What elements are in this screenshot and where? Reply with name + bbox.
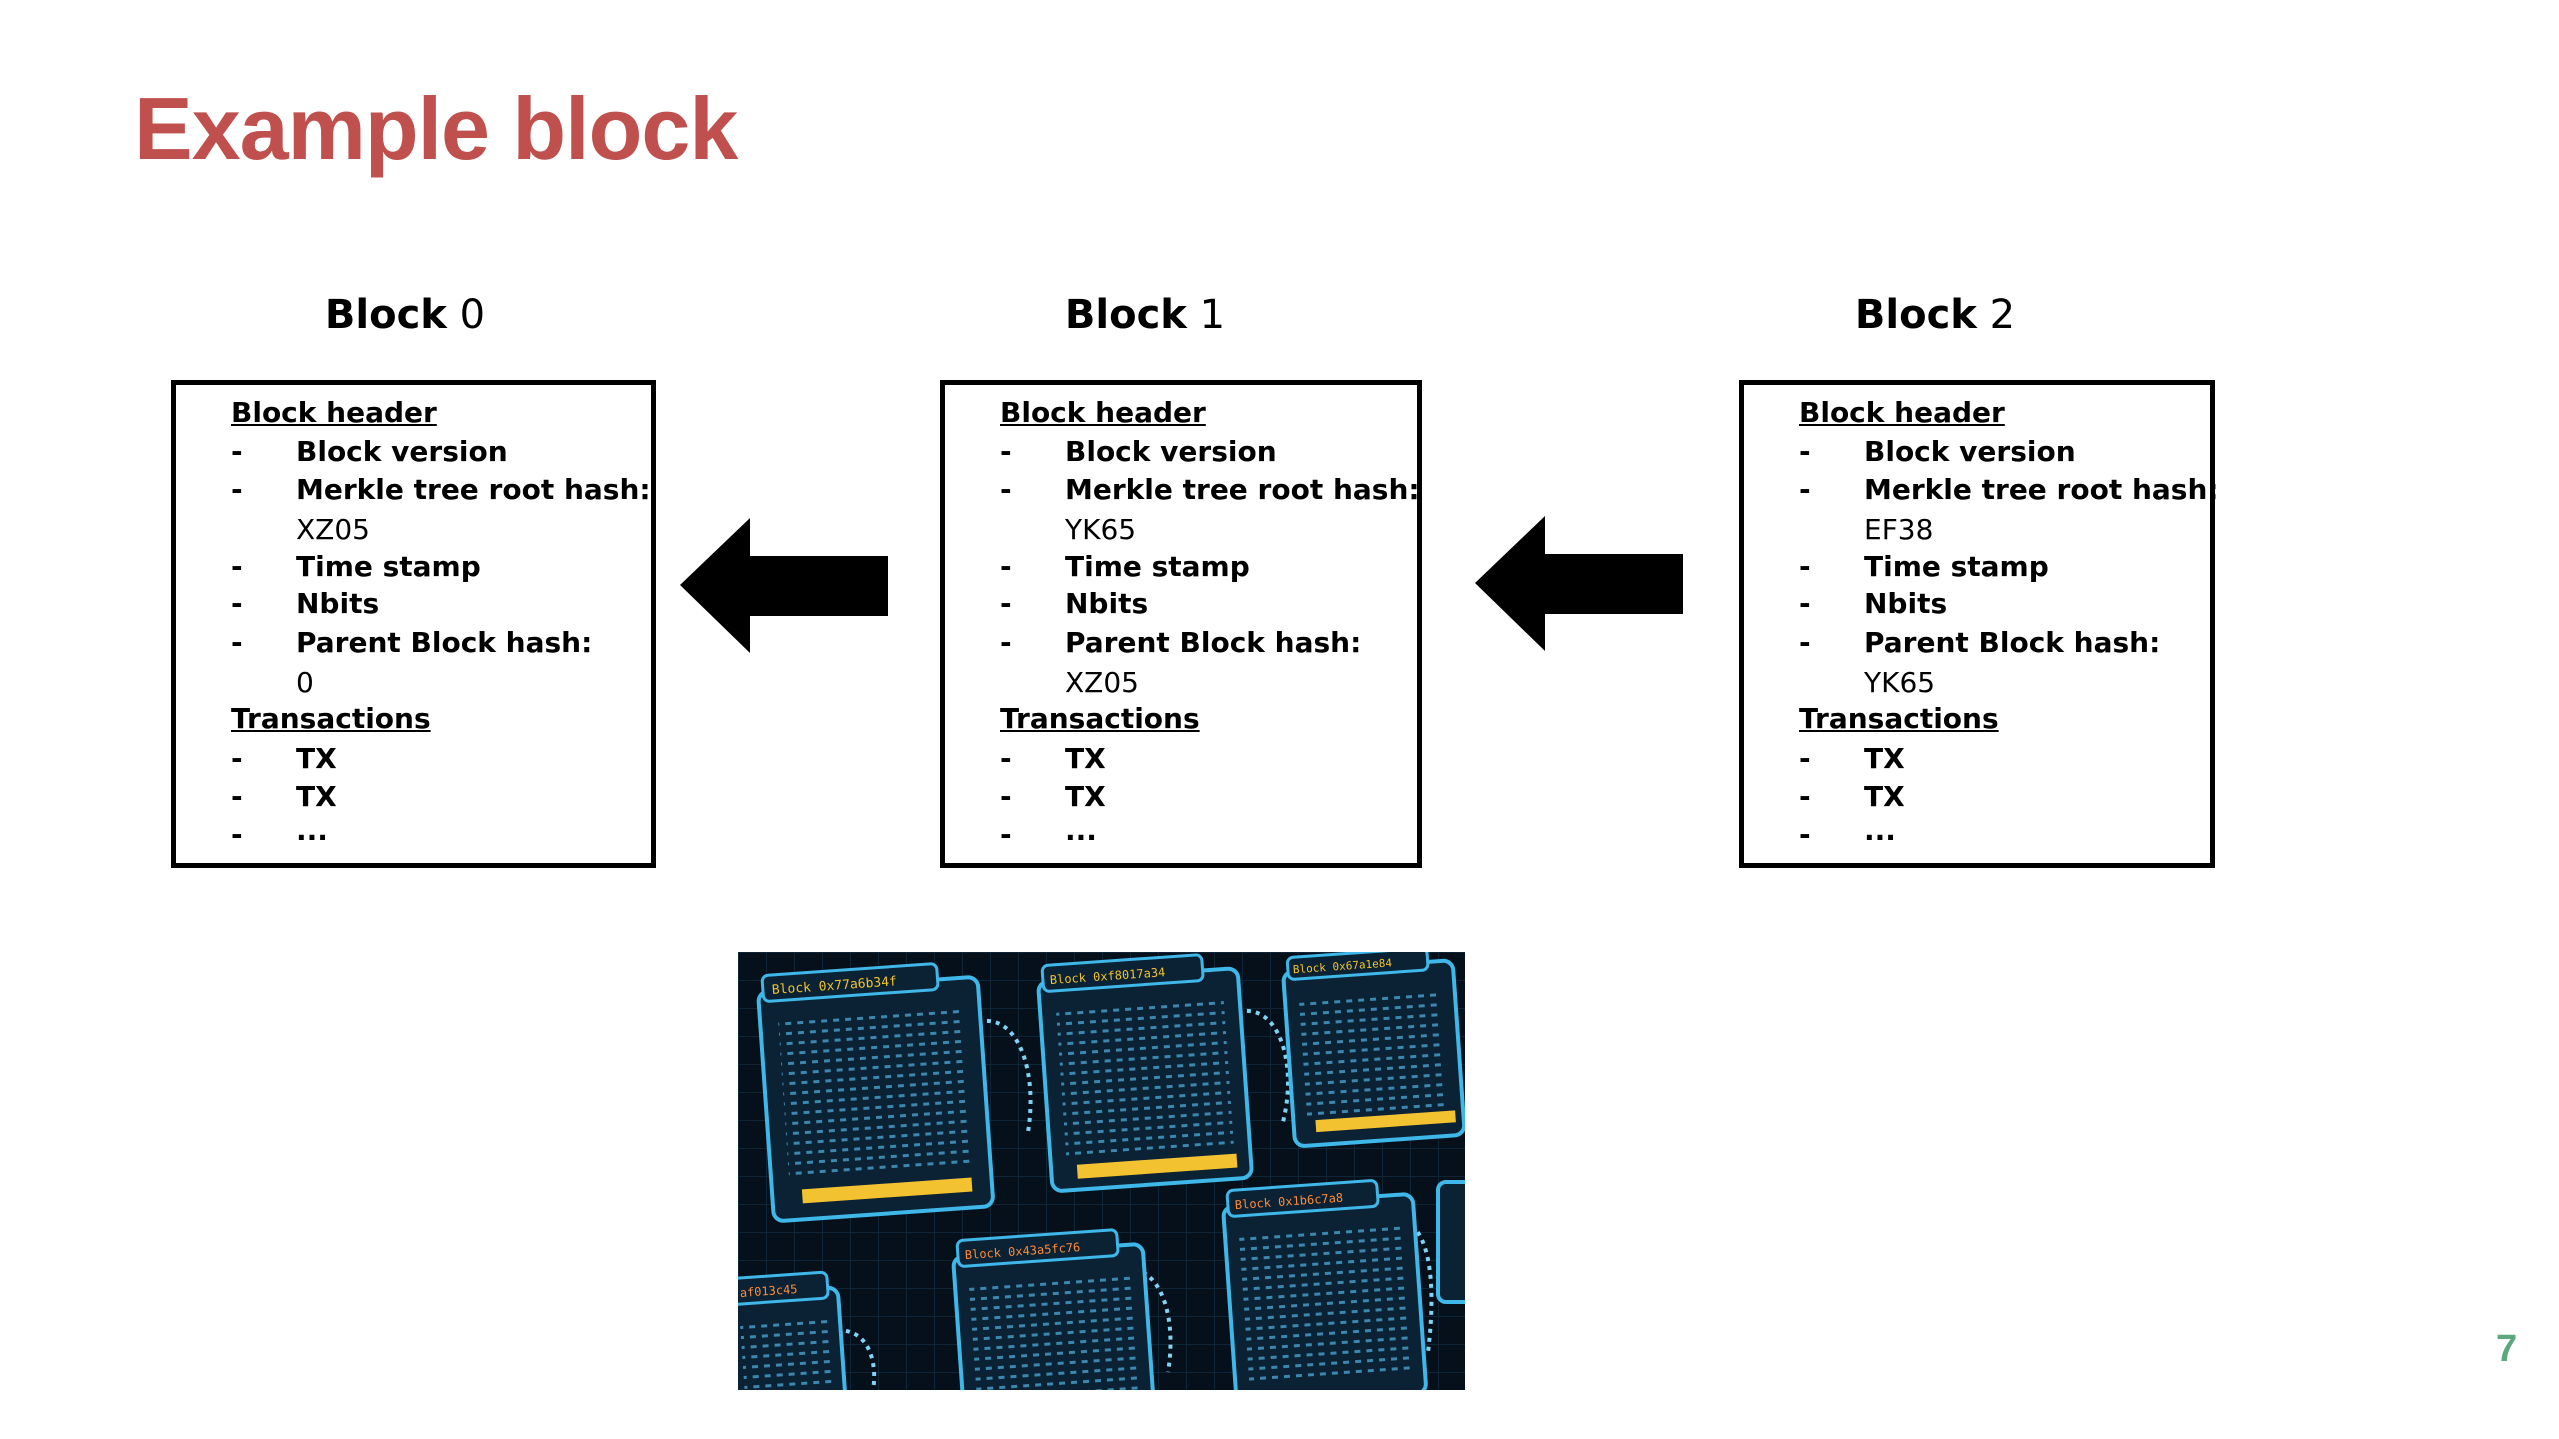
bullet-dash: - <box>1799 742 1811 775</box>
transactions-label: Transactions <box>1799 702 1999 735</box>
merkle-label: Merkle tree root hash: <box>1864 473 2219 506</box>
bullet-dash: - <box>1799 626 1811 659</box>
bullet-dash: - <box>231 742 243 775</box>
bullet-dash: - <box>231 587 243 620</box>
parent-hash-label: Parent Block hash: <box>1065 626 1362 659</box>
tx-item: TX <box>1864 780 1905 813</box>
timestamp-label: Time stamp <box>1864 550 2049 583</box>
bullet-dash: - <box>1799 818 1811 851</box>
bullet-dash: - <box>1000 626 1012 659</box>
photo-block-label: af013c45 <box>739 1282 798 1300</box>
bullet-dash: - <box>1000 818 1012 851</box>
arrow-left-icon <box>680 518 888 653</box>
parent-hash-label: Parent Block hash: <box>1864 626 2161 659</box>
tx-item: TX <box>1065 780 1106 813</box>
nbits-label: Nbits <box>1065 587 1149 620</box>
block-header-label: Block header <box>231 396 437 429</box>
tx-item: TX <box>296 742 337 775</box>
slide-title: Example block <box>134 79 738 178</box>
block-header-label: Block header <box>1799 396 2005 429</box>
bullet-dash: - <box>231 550 243 583</box>
bullet-dash: - <box>231 818 243 851</box>
tx-item: TX <box>1065 742 1106 775</box>
block-1-card: Block header - Block version - Merkle tr… <box>940 380 1422 868</box>
merkle-value: YK65 <box>1065 513 1137 546</box>
block-1-title: Block 1 <box>1064 292 1226 338</box>
transactions-label: Transactions <box>231 702 431 735</box>
bullet-dash: - <box>1000 435 1012 468</box>
bullet-dash: - <box>1000 780 1012 813</box>
transactions-label: Transactions <box>1000 702 1200 735</box>
block-version-label: Block version <box>1864 435 2076 468</box>
block-0-title: Block 0 <box>324 292 486 338</box>
merkle-label: Merkle tree root hash: <box>1065 473 1420 506</box>
tx-item: TX <box>1864 742 1905 775</box>
bullet-dash: - <box>1799 435 1811 468</box>
nbits-label: Nbits <box>296 587 380 620</box>
bullet-dash: - <box>231 473 243 506</box>
bullet-dash: - <box>1000 473 1012 506</box>
timestamp-label: Time stamp <box>296 550 481 583</box>
bullet-dash: - <box>1799 780 1811 813</box>
block-2-card: Block header - Block version - Merkle tr… <box>1739 380 2219 868</box>
block-2-title: Block 2 <box>1854 292 2016 338</box>
bullet-dash: - <box>231 780 243 813</box>
parent-hash-value: XZ05 <box>1065 666 1139 699</box>
block-version-label: Block version <box>1065 435 1277 468</box>
merkle-value: XZ05 <box>296 513 370 546</box>
block-0-card: Block header - Block version - Merkle tr… <box>171 380 656 868</box>
tx-more: ... <box>1065 814 1097 847</box>
parent-hash-label: Parent Block hash: <box>296 626 593 659</box>
parent-hash-value: 0 <box>296 666 314 699</box>
block-header-label: Block header <box>1000 396 1206 429</box>
nbits-label: Nbits <box>1864 587 1948 620</box>
bullet-dash: - <box>1000 742 1012 775</box>
tx-more: ... <box>296 814 328 847</box>
bullet-dash: - <box>1799 587 1811 620</box>
bullet-dash: - <box>231 435 243 468</box>
tx-item: TX <box>296 780 337 813</box>
blockchain-illustration-graphic: Block 0x77a6b34f Block 0xf8017a34 Block … <box>738 952 1465 1390</box>
parent-hash-value: YK65 <box>1864 666 1936 699</box>
timestamp-label: Time stamp <box>1065 550 1250 583</box>
bullet-dash: - <box>231 626 243 659</box>
bullet-dash: - <box>1799 473 1811 506</box>
block-version-label: Block version <box>296 435 508 468</box>
bullet-dash: - <box>1000 587 1012 620</box>
bullet-dash: - <box>1799 550 1811 583</box>
merkle-value: EF38 <box>1864 513 1934 546</box>
merkle-label: Merkle tree root hash: <box>296 473 651 506</box>
bullet-dash: - <box>1000 550 1012 583</box>
page-number: 7 <box>2496 1328 2518 1370</box>
arrow-left-icon <box>1475 516 1683 651</box>
blockchain-illustration: Block 0x77a6b34f Block 0xf8017a34 Block … <box>738 952 1465 1390</box>
tx-more: ... <box>1864 814 1896 847</box>
